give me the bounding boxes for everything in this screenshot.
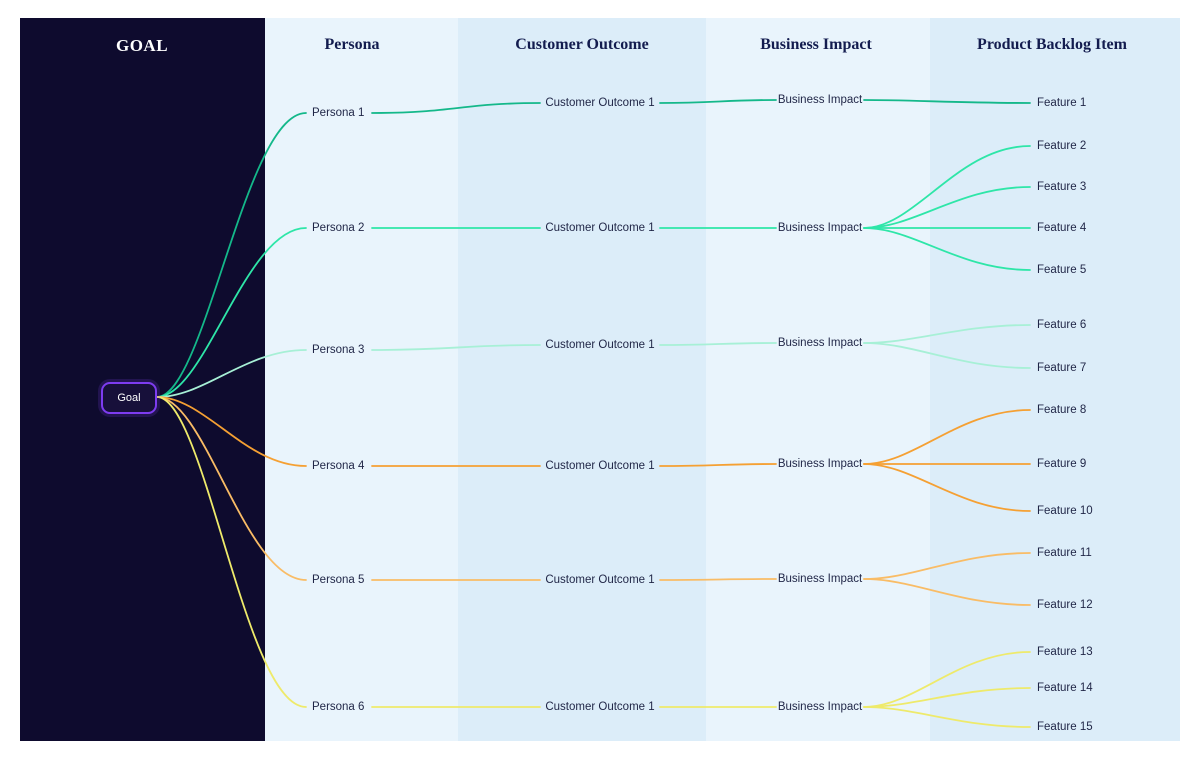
column-header-product-backlog-item: Product Backlog Item [977, 36, 1127, 53]
persona-node[interactable]: Persona 6 [312, 701, 365, 713]
feature-node[interactable]: Feature 10 [1037, 505, 1093, 517]
outcome-node[interactable]: Customer Outcome 1 [545, 222, 655, 234]
goal-node[interactable]: Goal [101, 382, 157, 414]
feature-node[interactable]: Feature 11 [1037, 547, 1092, 559]
outcome-node[interactable]: Customer Outcome 1 [545, 97, 655, 109]
persona-node[interactable]: Persona 1 [312, 107, 365, 119]
persona-node[interactable]: Persona 5 [312, 574, 365, 586]
backlog-column-background [930, 18, 1180, 741]
outcome-node[interactable]: Customer Outcome 1 [545, 701, 655, 713]
goal-column-background [20, 18, 265, 741]
outcome-node[interactable]: Customer Outcome 1 [545, 574, 655, 586]
column-header-customer-outcome: Customer Outcome [515, 36, 649, 53]
feature-node[interactable]: Feature 12 [1037, 599, 1093, 611]
column-header-goal: GOAL [115, 36, 169, 55]
impact-node[interactable]: Business Impact [777, 94, 863, 106]
persona-node[interactable]: Persona 2 [312, 222, 365, 234]
impact-node[interactable]: Business Impact [777, 222, 863, 234]
feature-node[interactable]: Feature 14 [1037, 682, 1093, 694]
feature-node[interactable]: Feature 6 [1037, 319, 1087, 331]
feature-node[interactable]: Feature 4 [1037, 222, 1087, 234]
impact-node[interactable]: Business Impact [777, 573, 863, 585]
feature-node[interactable]: Feature 13 [1037, 646, 1093, 658]
feature-node[interactable]: Feature 15 [1037, 721, 1093, 733]
feature-node[interactable]: Feature 5 [1037, 264, 1087, 276]
persona-node[interactable]: Persona 4 [312, 460, 365, 472]
impact-node[interactable]: Business Impact [777, 458, 863, 470]
outcome-node[interactable]: Customer Outcome 1 [545, 460, 655, 472]
feature-node[interactable]: Feature 9 [1037, 458, 1087, 470]
impact-node[interactable]: Business Impact [777, 701, 863, 713]
column-header-business-impact: Business Impact [760, 36, 872, 53]
outcome-column-background [458, 18, 706, 741]
impact-column-background [706, 18, 930, 741]
feature-node[interactable]: Feature 2 [1037, 140, 1087, 152]
impact-node[interactable]: Business Impact [777, 337, 863, 349]
persona-column-background [265, 18, 458, 741]
feature-node[interactable]: Feature 8 [1037, 404, 1087, 416]
persona-node[interactable]: Persona 3 [312, 344, 365, 356]
column-header-persona: Persona [324, 36, 380, 53]
feature-node[interactable]: Feature 1 [1037, 97, 1087, 109]
feature-node[interactable]: Feature 3 [1037, 181, 1087, 193]
outcome-node[interactable]: Customer Outcome 1 [545, 339, 655, 351]
feature-node[interactable]: Feature 7 [1037, 362, 1087, 374]
